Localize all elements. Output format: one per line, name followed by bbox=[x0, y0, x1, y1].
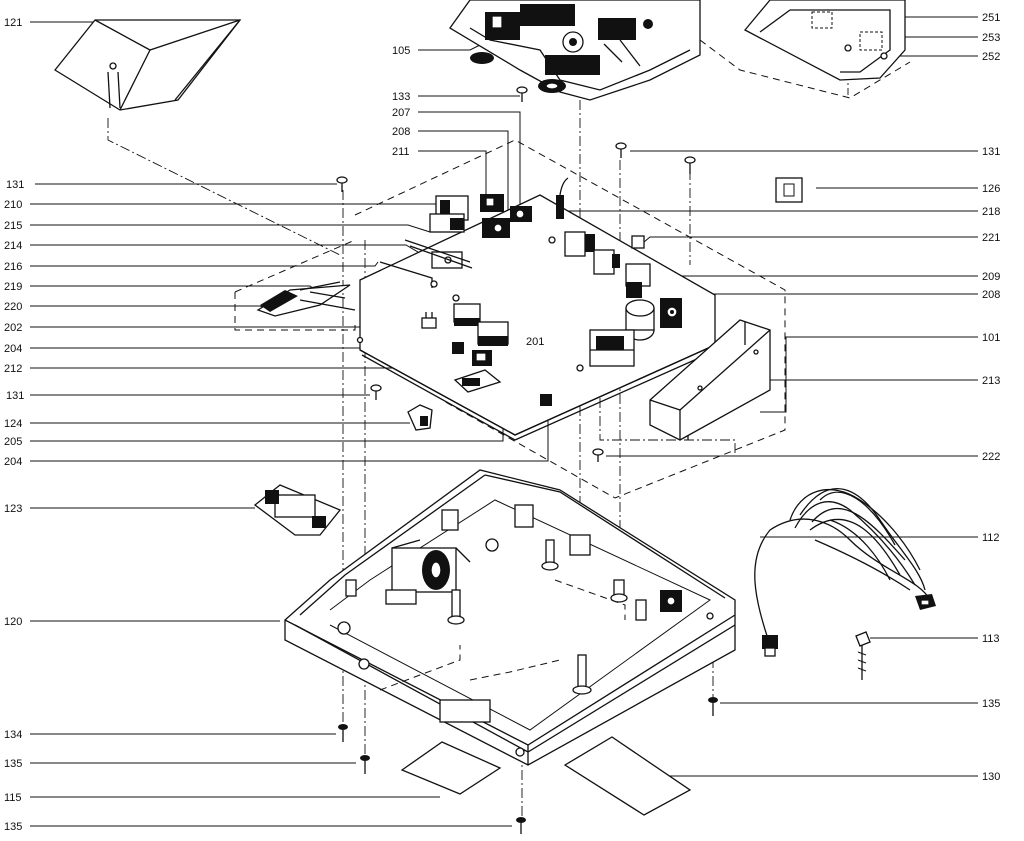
callout-120: 120 bbox=[4, 616, 22, 628]
callout-135-bottom: 135 bbox=[4, 821, 22, 833]
component-214-215 bbox=[404, 239, 473, 269]
part-124-clip bbox=[407, 369, 502, 431]
base-posts bbox=[447, 539, 682, 695]
callout-220: 220 bbox=[4, 301, 22, 313]
callout-126: 126 bbox=[982, 183, 1000, 195]
component-221-209 bbox=[564, 231, 651, 298]
screw-131-top-a bbox=[615, 142, 627, 158]
callout-131-mid: 131 bbox=[6, 390, 24, 402]
callout-105: 105 bbox=[392, 45, 410, 57]
callout-134: 134 bbox=[4, 729, 22, 741]
part-101-circuit-board bbox=[356, 177, 718, 441]
callout-205: 205 bbox=[4, 436, 22, 448]
part-113-pin bbox=[855, 631, 871, 680]
screw-133 bbox=[516, 86, 528, 102]
callout-115: 115 bbox=[4, 792, 22, 804]
callout-212: 212 bbox=[4, 363, 22, 375]
part-115-foot-pad bbox=[400, 741, 502, 795]
callout-252: 252 bbox=[982, 51, 1000, 63]
base-motor bbox=[385, 539, 471, 605]
component-204-212 bbox=[452, 342, 552, 406]
callout-131-left: 131 bbox=[6, 179, 24, 191]
callout-213: 213 bbox=[982, 375, 1000, 387]
component-216 bbox=[379, 261, 438, 288]
part-213-side-bracket bbox=[649, 319, 771, 441]
callout-124: 124 bbox=[4, 418, 22, 430]
callout-211: 211 bbox=[392, 146, 410, 158]
callout-222: 222 bbox=[982, 451, 1000, 463]
component-210 bbox=[429, 195, 469, 233]
callout-210: 210 bbox=[4, 199, 22, 211]
component-transformer bbox=[589, 329, 635, 367]
callout-218: 218 bbox=[982, 206, 1000, 218]
part-123-pad bbox=[253, 484, 342, 536]
screw-135-c bbox=[516, 817, 526, 834]
callout-216: 216 bbox=[4, 261, 22, 273]
component-202 bbox=[421, 312, 437, 329]
screw-134 bbox=[338, 724, 348, 742]
callout-113: 113 bbox=[982, 633, 1000, 645]
callout-208-right: 208 bbox=[982, 289, 1000, 301]
screw-131-top-b bbox=[684, 156, 696, 174]
callout-202: 202 bbox=[4, 322, 22, 334]
callout-219: 219 bbox=[4, 281, 22, 293]
screw-131-mid bbox=[370, 384, 382, 400]
part-126-gasket bbox=[775, 177, 803, 203]
part-251-top-right-plate bbox=[699, 0, 911, 99]
screw-135-a bbox=[360, 755, 370, 774]
part-219-220-lever bbox=[256, 281, 356, 317]
part-105-top-mechanism bbox=[449, 0, 701, 101]
callout-101: 101 bbox=[982, 332, 1000, 344]
callout-209: 209 bbox=[982, 271, 1000, 283]
callout-201: 201 bbox=[526, 336, 544, 348]
part-112-cable bbox=[754, 487, 936, 657]
screw-135-b bbox=[708, 697, 718, 716]
callout-204-lower: 204 bbox=[4, 456, 22, 468]
callout-207: 207 bbox=[392, 107, 410, 119]
callout-130: 130 bbox=[982, 771, 1000, 783]
callout-215: 215 bbox=[4, 220, 22, 232]
part-130-foot-pad bbox=[563, 736, 692, 816]
callout-123: 123 bbox=[4, 503, 22, 515]
part-121-bracket-plate bbox=[54, 19, 242, 111]
callout-253: 253 bbox=[982, 32, 1000, 44]
callout-214: 214 bbox=[4, 240, 22, 252]
callout-131-top: 131 bbox=[982, 146, 1000, 158]
component-208-capacitor bbox=[625, 298, 682, 341]
callout-208-top: 208 bbox=[392, 126, 410, 138]
callout-251: 251 bbox=[982, 12, 1000, 24]
callout-121: 121 bbox=[4, 17, 22, 29]
callout-135-left: 135 bbox=[4, 758, 22, 770]
base-ribs bbox=[345, 504, 591, 723]
callout-221: 221 bbox=[982, 232, 1000, 244]
component-201 bbox=[453, 303, 509, 346]
callout-labels: 121 105 251 253 252 133 207 208 211 131 … bbox=[4, 12, 1000, 833]
screw-222 bbox=[592, 448, 604, 462]
component-218 bbox=[556, 177, 569, 219]
callout-112: 112 bbox=[982, 532, 1000, 544]
screw-131-left bbox=[336, 176, 348, 192]
callout-204-upper: 204 bbox=[4, 343, 22, 355]
part-120-base-housing bbox=[284, 469, 736, 766]
callout-133: 133 bbox=[392, 91, 410, 103]
assembly-boundary bbox=[234, 139, 786, 499]
component-211 bbox=[480, 194, 532, 238]
callout-135-right: 135 bbox=[982, 698, 1000, 710]
